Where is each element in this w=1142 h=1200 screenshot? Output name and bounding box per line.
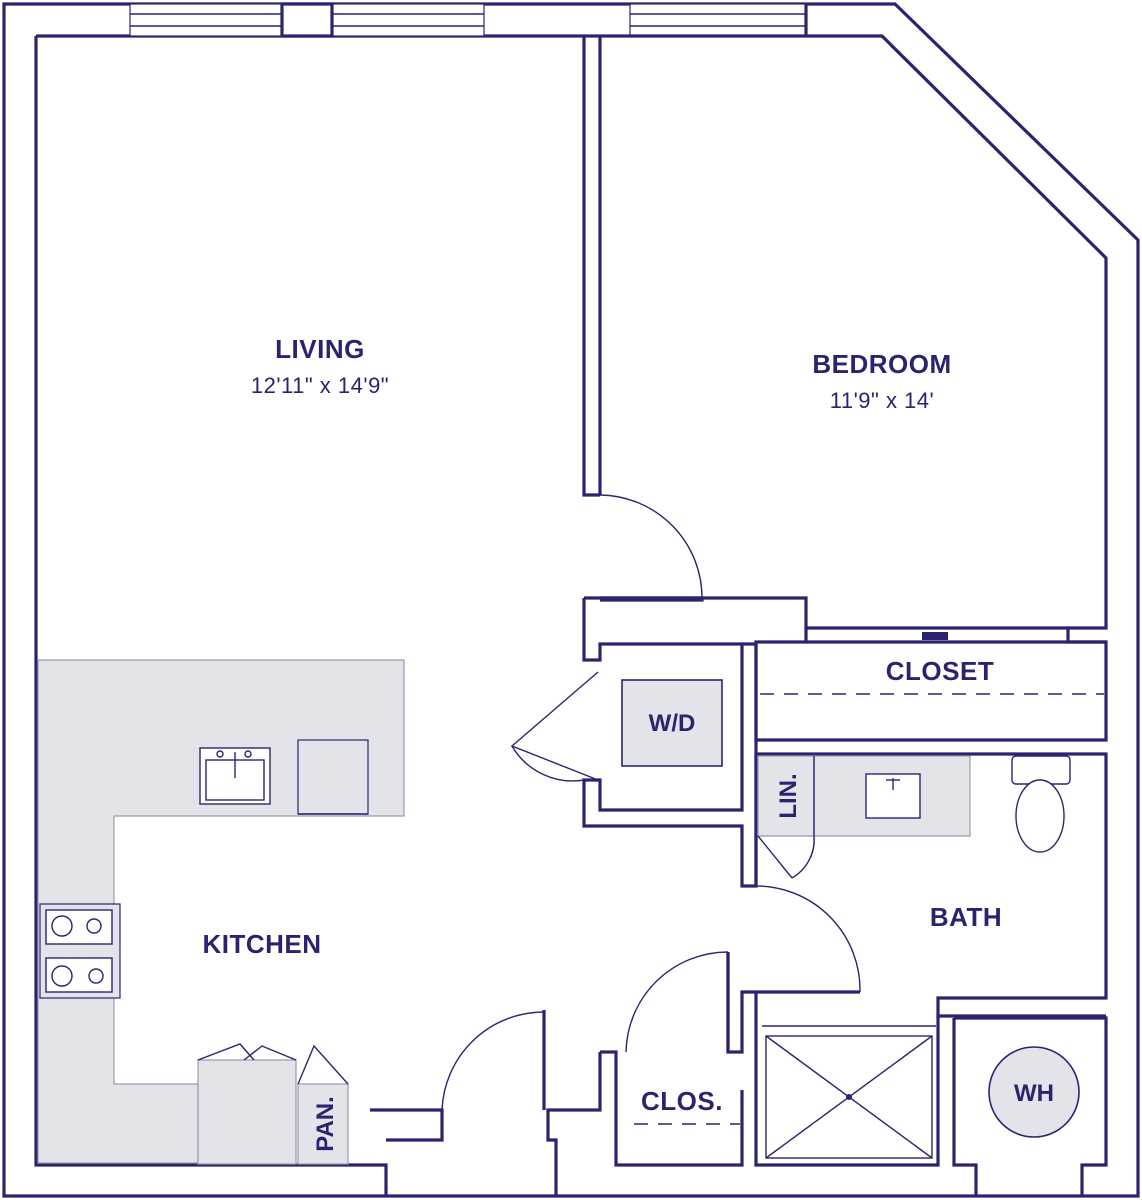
kitchen-label: KITCHEN bbox=[202, 929, 321, 959]
bedroom-walls bbox=[584, 4, 1108, 644]
water-heater-label: WH bbox=[1014, 1080, 1054, 1107]
entry-door bbox=[370, 1010, 546, 1142]
bedroom-label: BEDROOM bbox=[812, 349, 951, 379]
laundry-closet bbox=[510, 598, 758, 888]
bedroom-dimensions: 11'9" x 14' bbox=[830, 388, 934, 413]
linen-label: LIN. bbox=[775, 773, 802, 818]
washer-dryer-label: W/D bbox=[649, 710, 696, 737]
bath-label: BATH bbox=[930, 902, 1002, 932]
pantry-label: PAN. bbox=[312, 1096, 339, 1152]
windows bbox=[129, 2, 807, 38]
closet-label: CLOSET bbox=[886, 656, 994, 686]
kitchen-counters bbox=[37, 659, 405, 1165]
hall-closet-label: CLOS. bbox=[641, 1086, 723, 1116]
bath-walls bbox=[754, 752, 1108, 1167]
living-label: LIVING bbox=[275, 334, 365, 364]
room-labels: LIVING 12'11" x 14'9" BEDROOM 11'9" x 14… bbox=[202, 334, 1054, 1152]
living-dimensions: 12'11" x 14'9" bbox=[251, 373, 389, 398]
hall-closet bbox=[546, 951, 756, 1196]
water-heater-closet bbox=[952, 1016, 1108, 1196]
